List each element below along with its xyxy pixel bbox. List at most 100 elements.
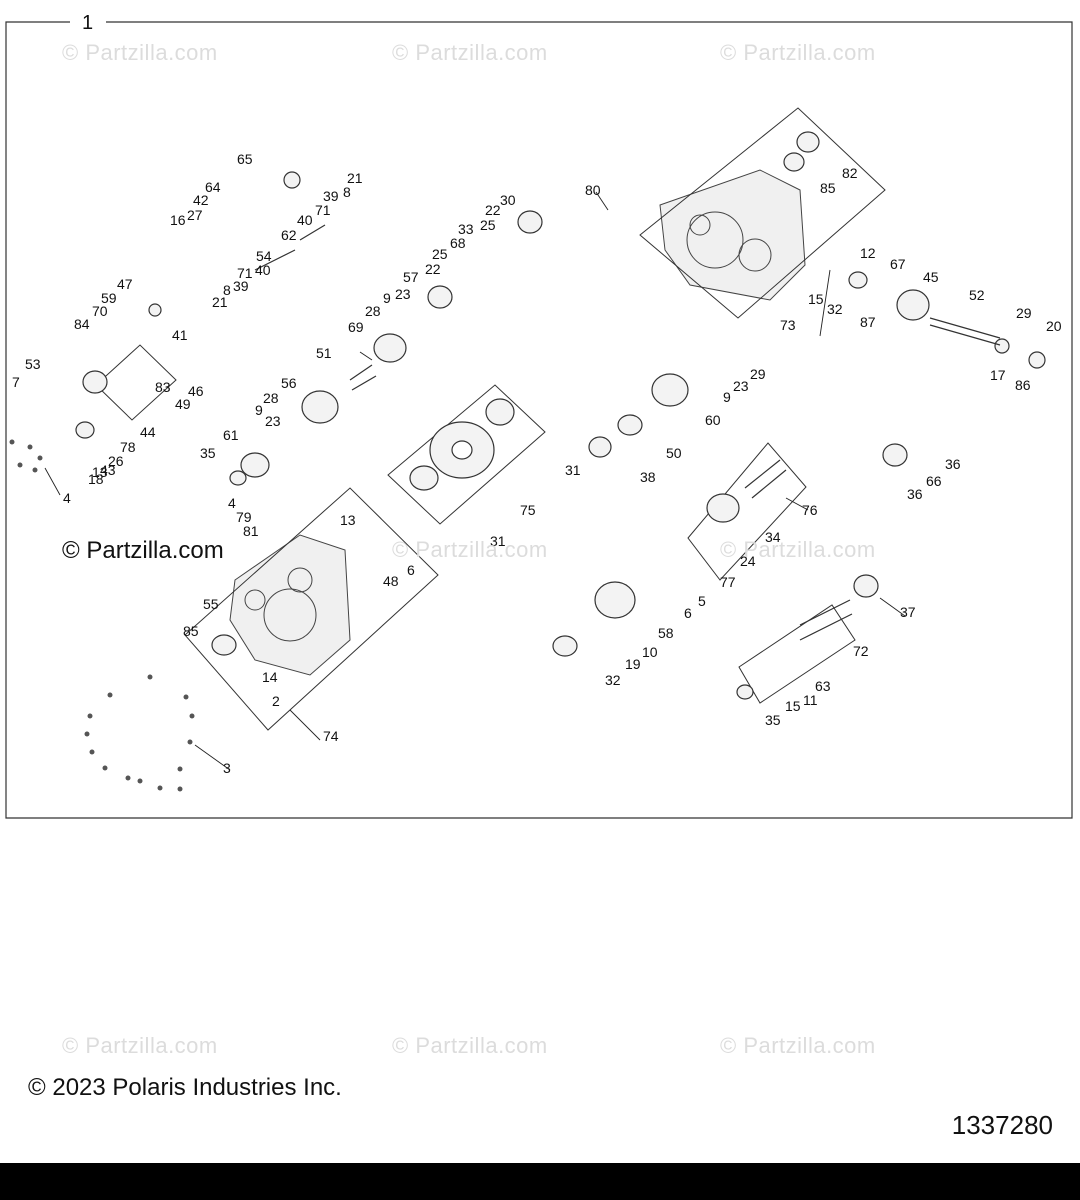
svg-text:75: 75: [520, 502, 536, 518]
svg-text:6: 6: [684, 605, 692, 621]
svg-text:25: 25: [480, 217, 496, 233]
svg-text:63: 63: [815, 678, 831, 694]
svg-text:28: 28: [263, 390, 279, 406]
svg-text:42: 42: [193, 192, 209, 208]
svg-text:45: 45: [923, 269, 939, 285]
svg-text:1: 1: [82, 12, 93, 34]
svg-text:23: 23: [733, 378, 749, 394]
svg-text:76: 76: [802, 502, 818, 518]
svg-text:30: 30: [500, 192, 516, 208]
svg-text:38: 38: [640, 469, 656, 485]
svg-text:19: 19: [625, 656, 641, 672]
svg-text:60: 60: [705, 412, 721, 428]
upper-transmission-case: [639, 107, 886, 319]
svg-text:87: 87: [860, 314, 876, 330]
svg-text:65: 65: [237, 151, 253, 167]
watermark: © Partzilla.com: [392, 40, 548, 65]
svg-text:13: 13: [340, 512, 356, 528]
diagram-part-number: 1337280: [951, 1110, 1053, 1140]
svg-text:78: 78: [120, 439, 136, 455]
svg-text:7: 7: [12, 374, 20, 390]
svg-text:15: 15: [785, 698, 801, 714]
svg-text:39: 39: [233, 278, 249, 294]
svg-text:34: 34: [765, 529, 781, 545]
svg-text:40: 40: [255, 262, 271, 278]
svg-text:5: 5: [698, 593, 706, 609]
svg-text:51: 51: [316, 345, 332, 361]
svg-text:81: 81: [243, 523, 259, 539]
svg-text:33: 33: [458, 221, 474, 237]
svg-text:73: 73: [780, 317, 796, 333]
svg-text:54: 54: [256, 248, 272, 264]
svg-text:71: 71: [315, 202, 331, 218]
svg-text:66: 66: [926, 473, 942, 489]
svg-text:8: 8: [223, 282, 231, 298]
svg-text:28: 28: [365, 303, 381, 319]
svg-text:79: 79: [236, 509, 252, 525]
svg-text:69: 69: [348, 319, 364, 335]
svg-text:85: 85: [820, 180, 836, 196]
svg-text:83: 83: [155, 379, 171, 395]
svg-text:18: 18: [88, 471, 104, 487]
svg-text:68: 68: [450, 235, 466, 251]
svg-text:85: 85: [183, 623, 199, 639]
svg-text:22: 22: [485, 202, 501, 218]
svg-text:24: 24: [740, 553, 756, 569]
svg-text:46: 46: [188, 383, 204, 399]
svg-text:43: 43: [100, 462, 116, 478]
svg-text:35: 35: [765, 712, 781, 728]
svg-text:52: 52: [969, 287, 985, 303]
svg-text:6: 6: [407, 562, 415, 578]
svg-text:47: 47: [117, 276, 133, 292]
svg-text:50: 50: [666, 445, 682, 461]
watermark: © Partzilla.com: [720, 40, 876, 65]
svg-text:82: 82: [842, 165, 858, 181]
footer-bar: [0, 1163, 1080, 1200]
svg-text:29: 29: [750, 366, 766, 382]
svg-text:72: 72: [853, 643, 869, 659]
svg-text:62: 62: [281, 227, 297, 243]
svg-text:22: 22: [425, 261, 441, 277]
svg-text:21: 21: [347, 170, 363, 186]
lower-transmission-case: [184, 487, 439, 731]
svg-text:71: 71: [237, 265, 253, 281]
watermark-main: © Partzilla.com: [62, 537, 224, 564]
svg-text:84: 84: [74, 316, 90, 332]
svg-text:4: 4: [63, 490, 71, 506]
copyright-text: © 2023 Polaris Industries Inc.: [28, 1074, 342, 1101]
svg-text:12: 12: [860, 245, 876, 261]
svg-text:10: 10: [642, 644, 658, 660]
svg-text:57: 57: [403, 269, 419, 285]
svg-text:77: 77: [720, 574, 736, 590]
svg-text:53: 53: [25, 356, 41, 372]
svg-text:41: 41: [172, 327, 188, 343]
svg-text:29: 29: [1016, 305, 1032, 321]
svg-text:21: 21: [212, 294, 228, 310]
svg-text:8: 8: [343, 184, 351, 200]
svg-text:39: 39: [323, 188, 339, 204]
svg-text:31: 31: [565, 462, 581, 478]
svg-text:64: 64: [205, 179, 221, 195]
svg-text:86: 86: [1015, 377, 1031, 393]
svg-text:32: 32: [605, 672, 621, 688]
svg-text:49: 49: [175, 396, 191, 412]
svg-text:11: 11: [803, 692, 818, 708]
svg-text:36: 36: [945, 456, 961, 472]
watermark: © Partzilla.com: [62, 40, 218, 65]
svg-text:58: 58: [658, 625, 674, 641]
watermark: © Partzilla.com: [392, 1033, 548, 1058]
svg-text:32: 32: [827, 301, 843, 317]
svg-text:48: 48: [383, 573, 399, 589]
watermark: © Partzilla.com: [720, 1033, 876, 1058]
svg-text:23: 23: [395, 286, 411, 302]
svg-text:31: 31: [490, 533, 506, 549]
svg-text:67: 67: [890, 256, 906, 272]
svg-text:74: 74: [323, 728, 339, 744]
svg-text:55: 55: [203, 596, 219, 612]
svg-text:14: 14: [262, 669, 278, 685]
svg-text:16: 16: [170, 212, 186, 228]
svg-text:61: 61: [223, 427, 239, 443]
watermark: © Partzilla.com: [392, 537, 548, 562]
